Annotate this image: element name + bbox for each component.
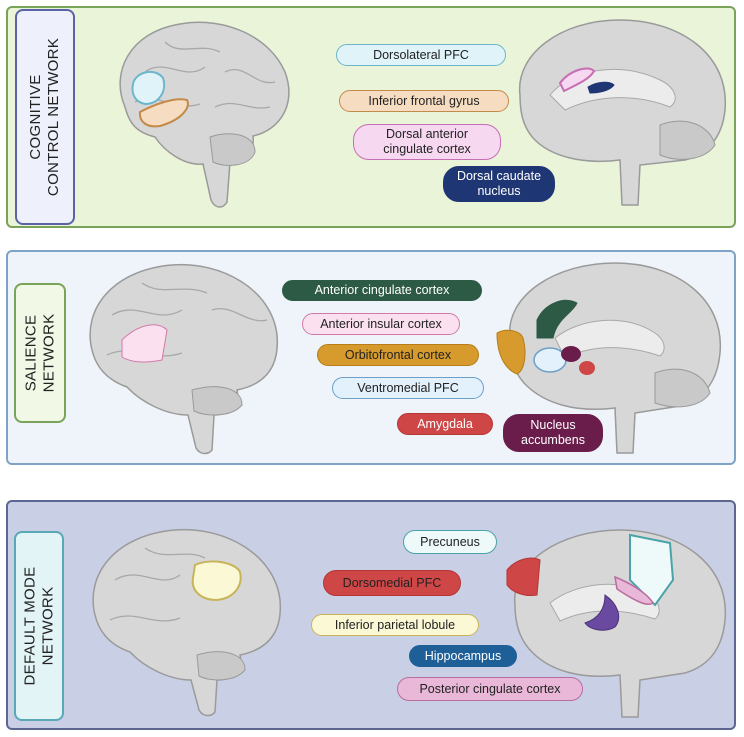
region-ofc-medial	[496, 329, 526, 375]
brain-medial-salience	[496, 262, 721, 454]
region-amygdala-medial	[579, 361, 595, 375]
region-acc-medial	[536, 299, 578, 339]
brain-medial-default	[506, 529, 726, 718]
default-mode-title: DEFAULT MODE NETWORK	[21, 566, 56, 686]
pill-anterior-insular-cortex: Anterior insular cortex	[302, 313, 460, 335]
default-mode-label: DEFAULT MODE NETWORK	[14, 531, 64, 721]
region-inferior-parietal-lobule	[191, 560, 242, 602]
pill-posterior-cingulate-cortex: Posterior cingulate cortex	[397, 677, 583, 701]
pill-dorsolateral-pfc: Dorsolateral PFC	[336, 44, 506, 66]
region-pcc-medial	[614, 575, 655, 605]
pill-nucleus-accumbens: Nucleus accumbens	[503, 414, 603, 452]
pill-hippocampus: Hippocampus	[409, 645, 517, 667]
pill-inferior-frontal-gyrus: Inferior frontal gyrus	[339, 90, 509, 112]
region-dorsal-caudate-medial	[587, 81, 615, 94]
pill-dorsomedial-pfc: Dorsomedial PFC	[323, 570, 461, 596]
region-dmpfc-medial	[506, 557, 541, 596]
region-dorsolateral-pfc	[131, 70, 165, 106]
pill-precuneus: Precuneus	[403, 530, 497, 554]
region-vmpfc-medial	[533, 347, 567, 373]
pill-dorsal-caudate-nucleus: Dorsal caudate nucleus	[443, 166, 555, 202]
cognitive-control-title: COGNITIVE CONTROL NETWORK	[27, 37, 62, 197]
brain-lateral-cognitive	[119, 21, 290, 208]
brain-lateral-default	[92, 528, 282, 717]
cognitive-control-label: COGNITIVE CONTROL NETWORK	[15, 9, 75, 225]
pill-anterior-cingulate-cortex: Anterior cingulate cortex	[282, 280, 482, 301]
salience-label: SALIENCE NETWORK	[14, 283, 66, 423]
region-nacc-medial	[561, 346, 581, 362]
pill-ventromedial-pfc: Ventromedial PFC	[332, 377, 484, 399]
brain-lateral-salience	[89, 263, 279, 455]
region-anterior-insula	[121, 324, 168, 363]
brain-medial-cognitive	[518, 19, 726, 206]
region-hippocampus-medial	[584, 594, 620, 631]
pill-orbitofrontal-cortex: Orbitofrontal cortex	[317, 344, 479, 366]
region-dorsal-acc-medial	[558, 67, 596, 93]
region-inferior-frontal-gyrus	[138, 98, 189, 128]
pill-inferior-parietal-lobule: Inferior parietal lobule	[311, 614, 479, 636]
pill-amygdala: Amygdala	[397, 413, 493, 435]
salience-title: SALIENCE NETWORK	[22, 313, 58, 393]
region-precuneus-medial	[629, 533, 675, 607]
pill-dorsal-anterior-cingulate: Dorsal anterior cingulate cortex	[353, 124, 501, 160]
